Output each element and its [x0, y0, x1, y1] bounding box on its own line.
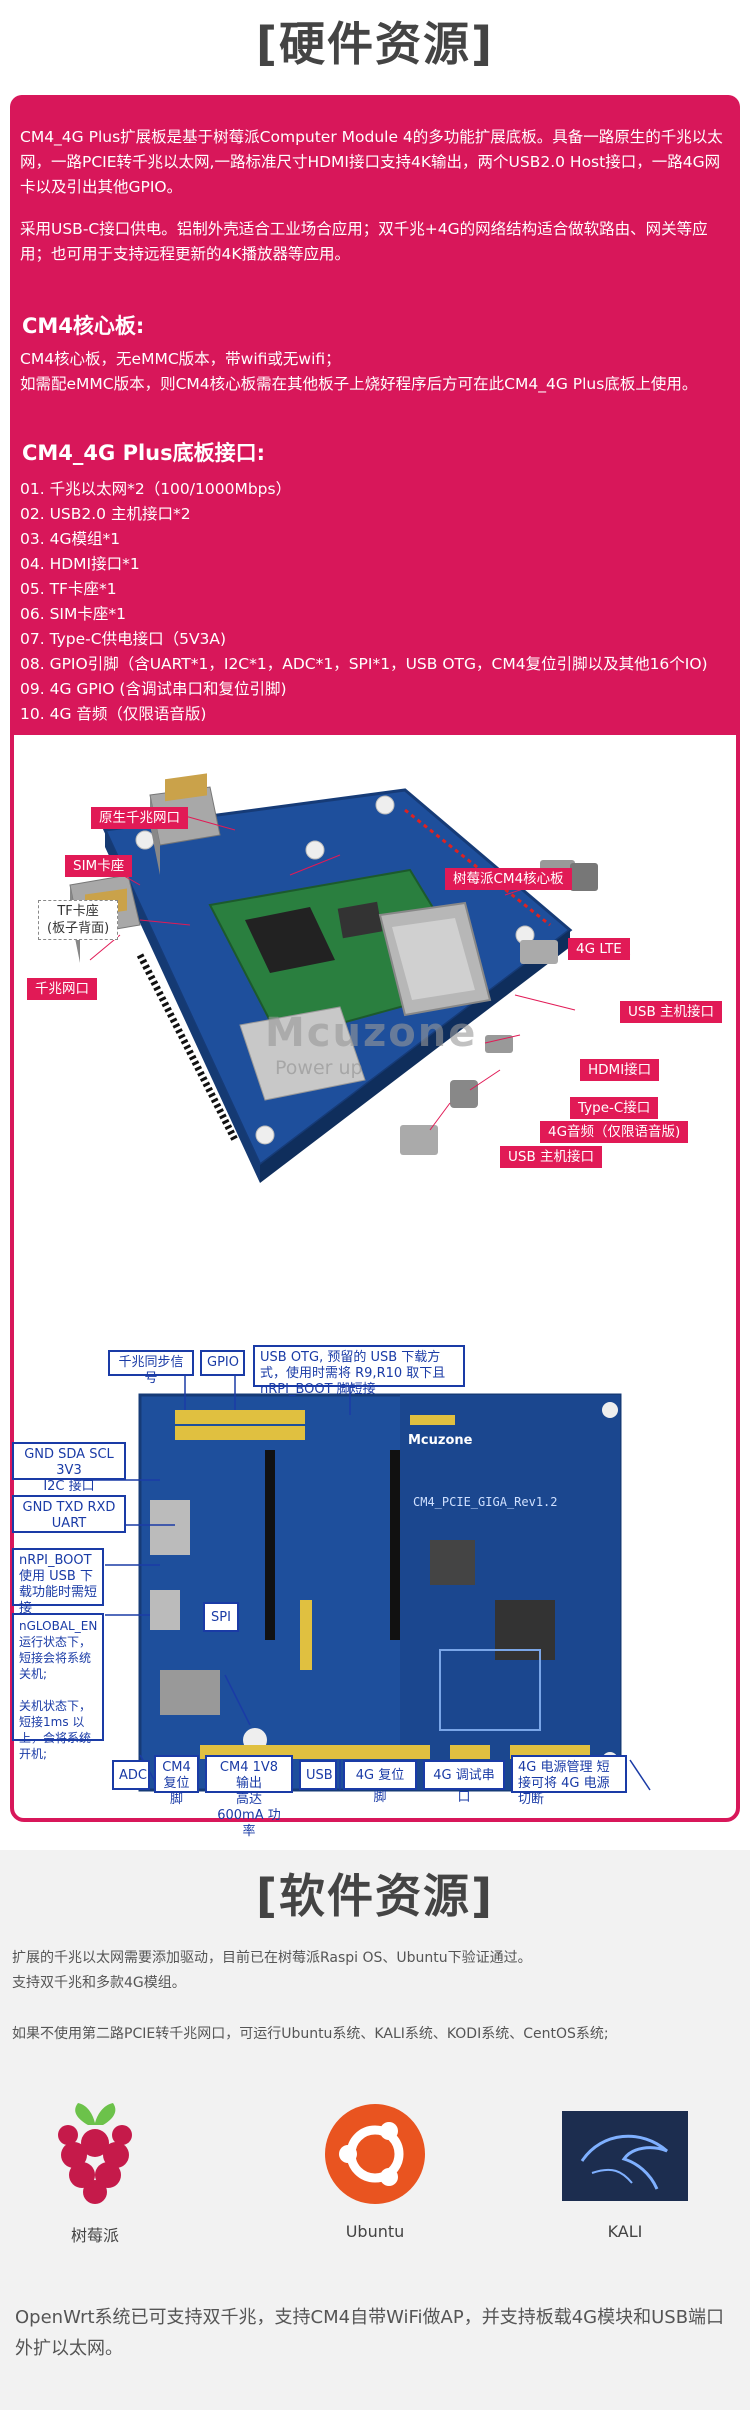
usb-otg-label: USB OTG, 预留的 USB 下载方式，使用时需将 R9,R10 取下且 n…	[253, 1345, 465, 1397]
4g-power-label: 4G 电源管理 短接可将 4G 电源切断	[511, 1755, 627, 1807]
list-item: 03. 4G模组*1	[20, 530, 121, 548]
typec-callout: Type-C接口	[570, 1097, 659, 1119]
hdmi-callout: HDMI接口	[580, 1059, 660, 1081]
plus-interfaces-title: CM4_4G Plus底板接口:	[22, 441, 266, 465]
cm4-core-callout: 树莓派CM4核心板	[445, 868, 572, 890]
list-item: 09. 4G GPIO (含调试串口和复位引脚)	[20, 680, 287, 698]
list-item: 02. USB2.0 主机接口*2	[20, 505, 191, 523]
ubuntu-icon	[325, 2104, 425, 2204]
software-section-title: [软件资源]	[255, 1869, 495, 1923]
sim-callout: SIM卡座	[65, 855, 133, 877]
cm4-title: CM4核心板:	[22, 314, 145, 338]
gigabit-ethernet-callout: 千兆网口	[27, 978, 97, 1000]
list-item: 07. Type-C供电接口（5V3A)	[20, 630, 227, 648]
cm4-description: CM4核心板，无eMMC版本，带wifi或无wifi； 如需配eMMC版本，则C…	[20, 350, 698, 393]
tf-callout: TF卡座 (板子背面)	[38, 900, 119, 940]
list-item: 06. SIM卡座*1	[20, 605, 126, 623]
board-logo-silkscreen: Mcuzone	[408, 1433, 473, 1448]
hardware-section-title: [硬件资源]	[255, 17, 495, 71]
native-ethernet-callout: 原生千兆网口	[91, 807, 188, 829]
uart-pins-text: GND TXD RXD	[22, 1500, 116, 1515]
board-name-silkscreen: CM4_PCIE_GIGA_Rev1.2	[413, 1495, 558, 1509]
usb-host-callout-1: USB 主机接口	[620, 1001, 723, 1023]
intro-paragraph: CM4_4G Plus扩展板是基于树莓派Computer Module 4的多功…	[20, 128, 723, 196]
software-paragraph-3: 如果不使用第二路PCIE转千兆网口，可运行Ubuntu系统、KALI系统、KOD…	[12, 2026, 609, 2042]
4g-reset-label: 4G 复位脚	[343, 1760, 417, 1805]
nrpi-boot-label: nRPI_BOOT 使用 USB 下载功能时需短接	[12, 1548, 104, 1616]
lte-callout: 4G LTE	[568, 938, 630, 960]
usb-label: USB	[299, 1760, 337, 1790]
watermark-tagline: Power up	[275, 1057, 363, 1079]
audio-callout: 4G音频（仅限语音版)	[540, 1121, 689, 1143]
uart-text: UART	[51, 1516, 87, 1531]
list-item: 08. GPIO引脚（含UART*1，I2C*1，ADC*1，SPI*1，USB…	[20, 655, 708, 673]
4g-debug-label: 4G 调试串口	[423, 1760, 505, 1805]
ubuntu-label: Ubuntu	[345, 2222, 405, 2241]
i2c-text: I2C 接口	[43, 1479, 95, 1494]
cm4-reset-label: CM4 复位脚	[154, 1755, 199, 1807]
board-photo-isometric: 原生千兆网口 SIM卡座 TF卡座 (板子背面) 千兆网口 树莓派CM4核心板 …	[10, 735, 740, 1295]
usb-host-callout-2: USB 主机接口	[500, 1146, 603, 1168]
list-item: 01. 千兆以太网*2（100/1000Mbps）	[20, 480, 292, 498]
power-output-label: CM4 1V8 输出 高达 600mA 功率	[205, 1755, 293, 1839]
software-paragraph-1: 扩展的千兆以太网需要添加驱动，目前已在树莓派Raspi OS、Ubuntu下验证…	[12, 1950, 532, 1966]
board-topview-illustration	[80, 1373, 651, 1792]
i2c-label: GND SDA SCL 3V3 I2C 接口	[12, 1442, 126, 1494]
uart-label: GND TXD RXD UART	[12, 1495, 126, 1533]
sync-signal-label: 千兆同步信号	[108, 1350, 194, 1386]
list-item: 05. TF卡座*1	[20, 580, 117, 598]
intro-paragraph-2: 采用USB-C接口供电。铝制外壳适合工业场合应用；双千兆+4G的网络结构适合做软…	[20, 220, 708, 263]
i2c-pins-text: GND SDA SCL 3V3	[24, 1447, 114, 1478]
software-paragraph-2: 支持双千兆和多款4G模组。	[12, 1975, 186, 1991]
adc-label: ADC	[112, 1760, 150, 1790]
nglobal-en-label: nGLOBAL_EN 运行状态下，短接会将系统关机; 关机状态下，短接1ms 以…	[12, 1613, 104, 1761]
openwrt-paragraph: OpenWrt系统已可支持双千兆，支持CM4自带WiFi做AP，并支持板载4G模…	[15, 2307, 725, 2359]
interface-list: 01. 千兆以太网*2（100/1000Mbps） 02. USB2.0 主机接…	[20, 477, 708, 727]
board-photo-topview: 千兆同步信号 GPIO USB OTG, 预留的 USB 下载方式，使用时需将 …	[10, 1330, 740, 1839]
raspberry-pi-icon	[58, 2103, 132, 2204]
kali-icon	[562, 2111, 688, 2201]
list-item: 10. 4G 音频（仅限语音版)	[20, 705, 207, 723]
watermark-logo: Mcuzone	[265, 1010, 478, 1056]
gpio-label: GPIO	[200, 1350, 245, 1376]
spi-label: SPI	[203, 1602, 239, 1632]
raspberry-pi-label: 树莓派	[70, 2226, 119, 2245]
hardware-description-panel: CM4_4G Plus扩展板是基于树莓派Computer Module 4的多功…	[10, 95, 740, 735]
kali-label: KALI	[607, 2222, 643, 2241]
list-item: 04. HDMI接口*1	[20, 555, 140, 573]
